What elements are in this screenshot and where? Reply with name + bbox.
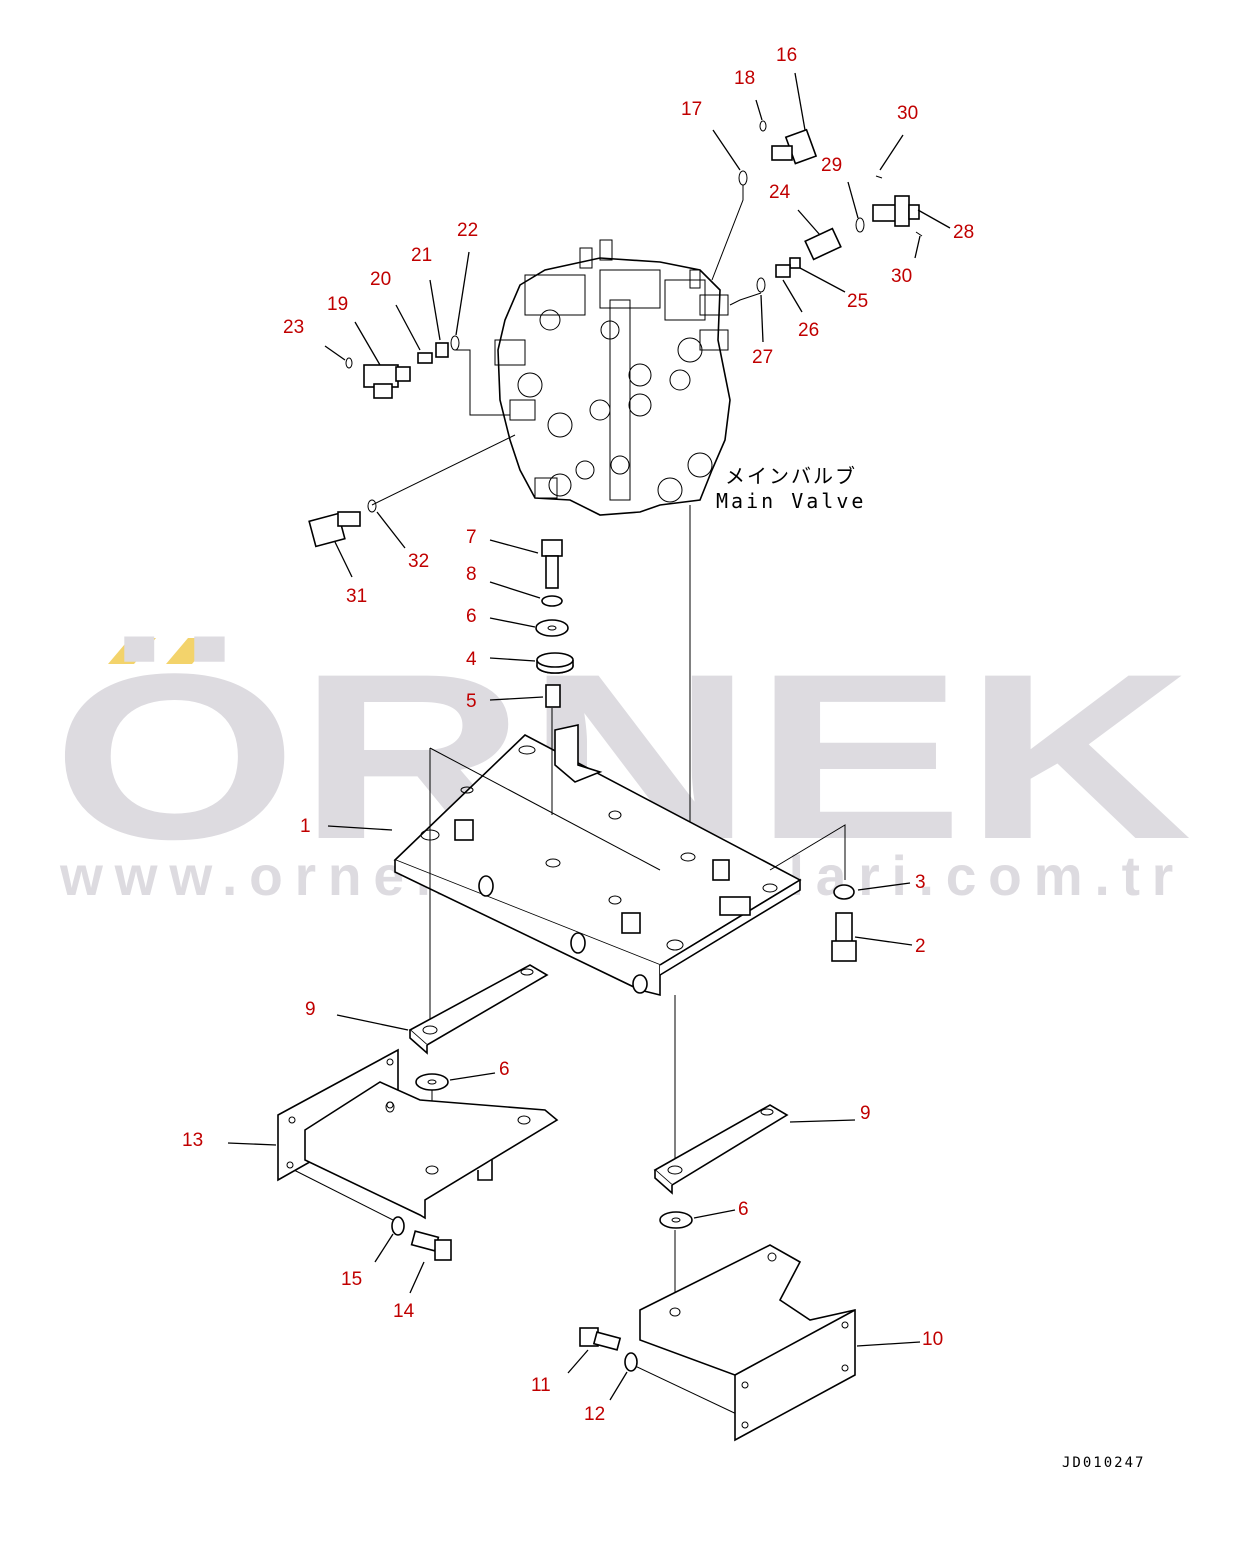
callout-7: 7	[466, 527, 477, 548]
callout-16: 16	[776, 45, 797, 66]
callout-9-right: 9	[860, 1103, 871, 1124]
callout-4: 4	[466, 649, 477, 670]
callout-6-top: 6	[466, 606, 477, 627]
callout-32: 32	[408, 551, 429, 572]
base-plate	[393, 724, 802, 997]
callout-6-mid: 6	[499, 1059, 510, 1080]
drawing-code: JD010247	[1062, 1455, 1145, 1471]
bracket-10	[639, 1244, 856, 1442]
callout-13: 13	[182, 1130, 203, 1151]
callout-14: 14	[393, 1301, 415, 1322]
callout-24: 24	[769, 182, 791, 203]
bolt-14-15	[391, 1216, 452, 1261]
callout-leaders	[227, 72, 951, 1401]
main-valve-label-jp: メインバルブ	[725, 464, 857, 488]
callouts: 1 2 3 4 5 6 6 6 7 8 9 9 10 11 12 13 14 1…	[182, 45, 974, 1425]
callout-19: 19	[327, 294, 348, 315]
plate-9-left	[408, 964, 549, 1055]
callout-25: 25	[847, 291, 868, 312]
main-valve	[494, 239, 731, 516]
callout-12: 12	[584, 1404, 605, 1425]
callout-31: 31	[346, 586, 367, 607]
bolt-11-12	[579, 1327, 638, 1372]
bracket-13	[277, 1048, 559, 1220]
callout-29: 29	[821, 155, 842, 176]
callout-15: 15	[341, 1269, 362, 1290]
callout-30-top: 30	[897, 103, 918, 124]
watermark-accent-left	[108, 638, 156, 664]
mount-hardware	[535, 539, 574, 708]
watermark-accent-right	[166, 638, 214, 664]
callout-26: 26	[798, 320, 819, 341]
callout-1: 1	[300, 816, 311, 837]
callout-17: 17	[681, 99, 702, 120]
callout-18: 18	[734, 68, 755, 89]
callout-20: 20	[370, 269, 391, 290]
callout-21: 21	[411, 245, 432, 266]
callout-2: 2	[915, 936, 926, 957]
callout-9-left: 9	[305, 999, 316, 1020]
washer-6-low	[659, 1211, 693, 1229]
callout-22: 22	[457, 220, 478, 241]
bolt-right	[831, 884, 857, 962]
plate-9-right	[653, 1104, 789, 1195]
main-valve-label-en: Main Valve	[716, 489, 866, 513]
callout-30-bottom: 30	[891, 266, 912, 287]
callout-23: 23	[283, 317, 304, 338]
callout-28: 28	[953, 222, 974, 243]
callout-10: 10	[922, 1329, 943, 1350]
washer-6-mid	[415, 1073, 449, 1091]
callout-3: 3	[915, 872, 926, 893]
callout-27: 27	[752, 347, 773, 368]
valve-fittings	[308, 120, 923, 548]
callout-11: 11	[531, 1375, 551, 1396]
callout-8: 8	[466, 564, 477, 585]
callout-5: 5	[466, 691, 477, 712]
callout-6-low: 6	[738, 1199, 749, 1220]
